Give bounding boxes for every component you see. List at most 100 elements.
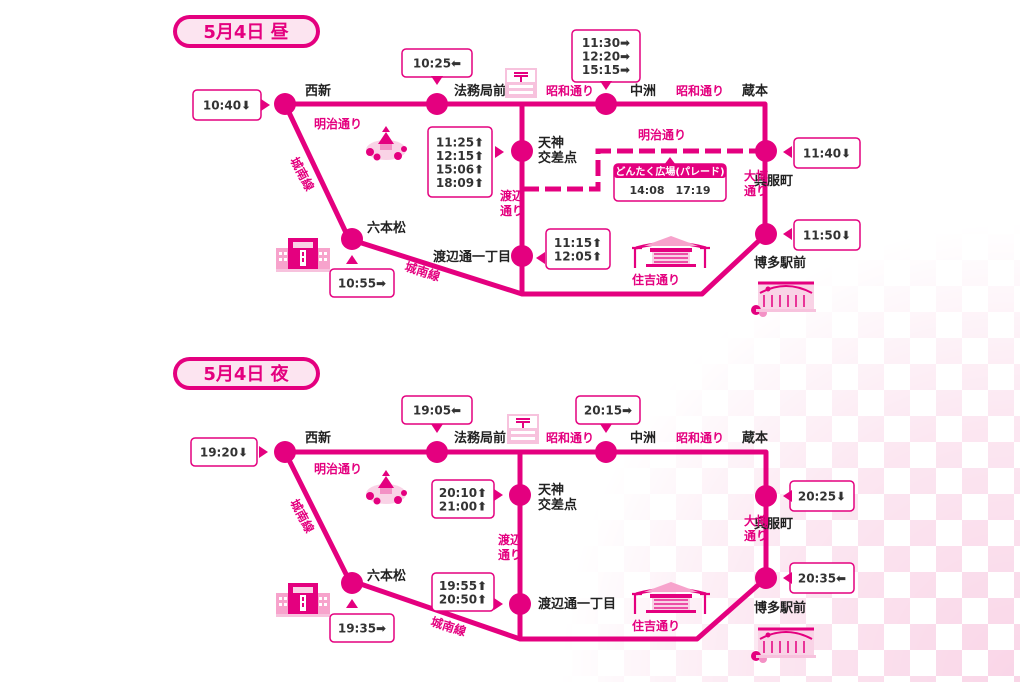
night-road-meiji: 明治通り bbox=[314, 461, 362, 476]
day-station-gofukumachi: 呉服町 bbox=[754, 173, 793, 189]
day-time-ropponmatsu: 10:55➡ bbox=[329, 255, 395, 298]
time-line: 20:15➡ bbox=[584, 404, 632, 418]
night-node-gofukumachi bbox=[755, 485, 777, 507]
day-station-nishijin: 西新 bbox=[305, 83, 331, 99]
night-road-showa-1: 昭和通り bbox=[546, 430, 594, 445]
time-line: 18:09⬆ bbox=[436, 176, 484, 190]
time-line: 12:20➡ bbox=[582, 50, 630, 64]
time-line: 11:15⬆ bbox=[554, 236, 602, 250]
night-station-houmukyoku: 法務局前 bbox=[454, 430, 506, 446]
night-time-hakata: 20:35⬅ bbox=[783, 562, 855, 594]
day-time-nakasu: 11:30➡12:20➡15:15➡ bbox=[571, 29, 641, 90]
night-heading-text: 5月4日 夜 bbox=[203, 363, 289, 385]
night-station-nakasu: 中洲 bbox=[630, 430, 656, 446]
day-heading-text: 5月4日 昼 bbox=[203, 22, 288, 43]
day-parade-label: どんたく広場(パレード) bbox=[615, 165, 724, 178]
night-station-tenjin: 天神交差点 bbox=[538, 482, 577, 513]
night-station-ropponmatsu: 六本松 bbox=[367, 568, 406, 584]
night-road-watanabe: 渡辺通り bbox=[498, 532, 522, 562]
time-line: 19:05⬅ bbox=[413, 404, 461, 418]
day-road-meiji-parade: 明治通り bbox=[638, 127, 686, 142]
time-line: 11:25⬆ bbox=[436, 135, 484, 149]
night-time-nakasu: 20:15➡ bbox=[575, 395, 641, 433]
day-parade-route bbox=[522, 148, 765, 192]
time-line: 19:35➡ bbox=[338, 622, 386, 636]
day-road-taihaku: 大博通り bbox=[744, 168, 768, 198]
time-line: 10:55➡ bbox=[338, 277, 386, 291]
night-node-watanabe bbox=[509, 593, 531, 615]
time-line: 11:30➡ bbox=[582, 36, 630, 50]
night-time-nishijin: 19:20⬇ bbox=[190, 437, 268, 467]
time-line: 11:50⬇ bbox=[803, 229, 851, 243]
day-node-ropponmatsu bbox=[341, 228, 363, 250]
day-road-showa-1: 昭和通り bbox=[546, 83, 594, 98]
day-station-hakata: 博多駅前 bbox=[754, 255, 806, 271]
day-station-nakasu: 中洲 bbox=[630, 83, 656, 99]
night-time-houmukyoku: 19:05⬅ bbox=[401, 395, 473, 433]
night-node-nakasu bbox=[595, 441, 617, 463]
day-road-meiji: 明治通り bbox=[314, 116, 362, 131]
night-station-gofukumachi: 呉服町 bbox=[754, 516, 793, 532]
day-station-watanabe: 渡辺通一丁目 bbox=[433, 249, 511, 265]
night-node-ropponmatsu bbox=[341, 572, 363, 594]
day-node-nishijin bbox=[274, 93, 296, 115]
day-node-nakasu bbox=[595, 93, 617, 115]
night-station-watanabe: 渡辺通一丁目 bbox=[538, 596, 616, 612]
day-station-houmukyoku: 法務局前 bbox=[454, 83, 506, 99]
night-time-tenjin: 20:10⬆21:00⬆ bbox=[431, 479, 503, 519]
day-road-showa-2: 昭和通り bbox=[676, 83, 724, 98]
day-time-nishijin: 10:40⬇ bbox=[192, 89, 270, 121]
night-station-kuramoto: 蔵本 bbox=[742, 430, 768, 446]
time-line: 10:40⬇ bbox=[203, 99, 251, 113]
day-time-houmukyoku: 10:25⬅ bbox=[401, 48, 473, 85]
night-heading: 5月4日 夜 bbox=[173, 357, 320, 390]
day-time-hakata: 11:50⬇ bbox=[783, 219, 861, 251]
time-line: 12:05⬆ bbox=[554, 249, 602, 263]
time-line: 15:15➡ bbox=[582, 63, 630, 77]
day-time-tenjin: 11:25⬆12:15⬆15:06⬆18:09⬆ bbox=[427, 126, 504, 198]
time-line: 12:15⬆ bbox=[436, 149, 484, 163]
night-time-ropponmatsu: 19:35➡ bbox=[329, 599, 395, 643]
time-line: 21:00⬆ bbox=[439, 499, 487, 513]
day-station-ropponmatsu: 六本松 bbox=[367, 220, 406, 236]
time-line: 10:25⬅ bbox=[413, 57, 461, 71]
day-node-tenjin bbox=[511, 140, 533, 162]
time-line: 20:35⬅ bbox=[798, 572, 846, 586]
time-line: 20:50⬆ bbox=[439, 592, 487, 606]
day-road-sumiyoshi: 住吉通り bbox=[632, 272, 680, 287]
day-parade-box: どんたく広場(パレード) 14:08 17:19 bbox=[613, 157, 727, 202]
day-station-kuramoto: 蔵本 bbox=[742, 83, 768, 99]
night-road-taihaku: 大博通り bbox=[744, 513, 768, 543]
day-node-gofukumachi bbox=[755, 140, 777, 162]
night-node-hakata bbox=[755, 567, 777, 589]
time-line: 15:06⬆ bbox=[436, 162, 484, 176]
day-node-hakata bbox=[755, 223, 777, 245]
time-line: 20:10⬆ bbox=[439, 486, 487, 500]
night-time-watanabe: 19:55⬆20:50⬆ bbox=[431, 572, 503, 612]
night-station-hakata: 博多駅前 bbox=[754, 600, 806, 616]
night-section: 5月4日 夜 西新 法務局前 中洲 蔵本 呉服町 博多駅前 天神交差点 渡辺通一… bbox=[173, 357, 855, 665]
night-node-tenjin bbox=[509, 484, 531, 506]
day-parade-times: 14:08 17:19 bbox=[629, 184, 710, 197]
night-time-gofukumachi: 20:25⬇ bbox=[783, 480, 855, 512]
night-node-nishijin bbox=[274, 441, 296, 463]
day-time-gofukumachi: 11:40⬇ bbox=[783, 137, 861, 169]
day-node-watanabe bbox=[511, 245, 533, 267]
time-line: 19:20⬇ bbox=[200, 446, 248, 460]
day-road-watanabe: 渡辺通り bbox=[500, 188, 524, 218]
time-line: 11:40⬇ bbox=[803, 147, 851, 161]
day-heading: 5月4日 昼 bbox=[173, 15, 320, 48]
day-station-tenjin: 天神交差点 bbox=[538, 135, 577, 166]
time-line: 20:25⬇ bbox=[798, 490, 846, 504]
time-line: 19:55⬆ bbox=[439, 579, 487, 593]
night-node-houmukyoku bbox=[426, 441, 448, 463]
day-node-houmukyoku bbox=[426, 93, 448, 115]
night-station-nishijin: 西新 bbox=[305, 430, 331, 446]
night-road-sumiyoshi: 住吉通り bbox=[632, 618, 680, 633]
night-road-showa-2: 昭和通り bbox=[676, 430, 724, 445]
day-time-watanabe: 11:15⬆12:05⬆ bbox=[536, 228, 611, 270]
day-section: 5月4日 昼 西新 法務局前 中洲 蔵本 呉服町 博多駅前 天神交差点 渡辺通一… bbox=[173, 15, 861, 319]
night-road-jonan-1: 城南線 bbox=[287, 496, 317, 535]
